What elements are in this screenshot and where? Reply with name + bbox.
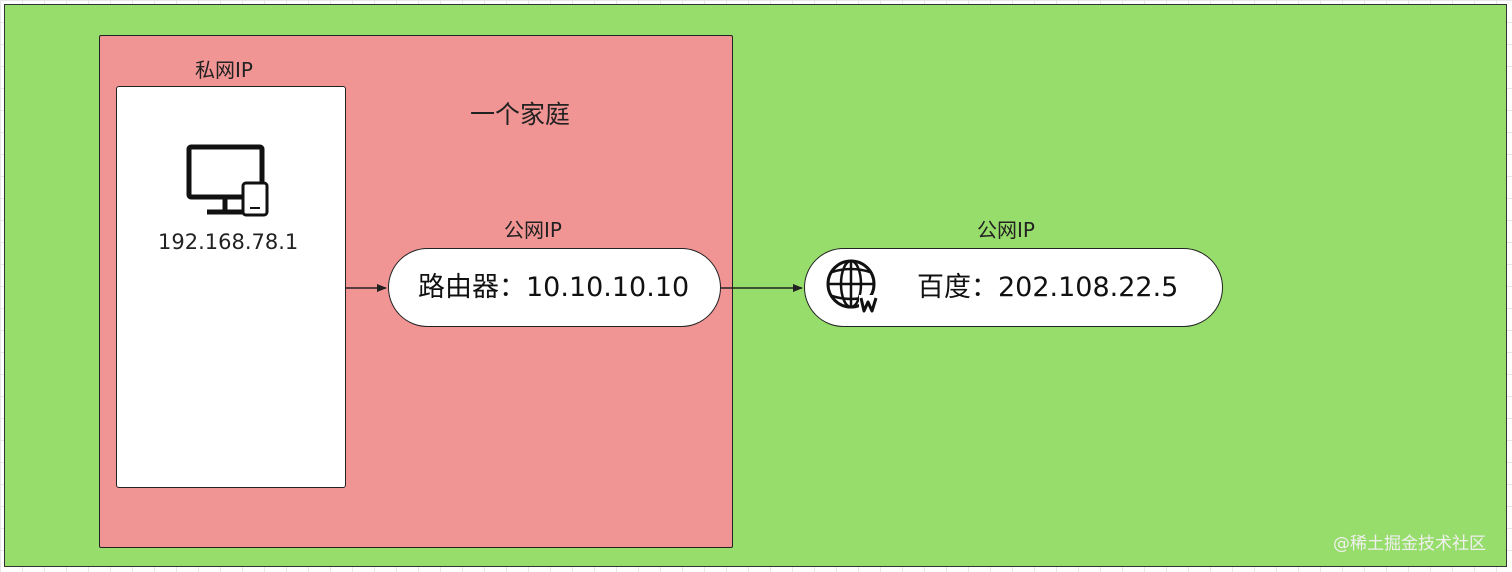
watermark: @稀土掘金技术社区 <box>1333 534 1486 554</box>
device-ip: 192.168.78.1 <box>158 230 299 254</box>
private-ip-label: 私网IP <box>195 58 253 82</box>
router-text: 路由器：10.10.10.10 <box>418 272 690 303</box>
home-label: 一个家庭 <box>470 100 571 129</box>
computer-and-phone-icon <box>186 144 269 217</box>
router-node[interactable] <box>388 248 721 327</box>
router-public-ip-label: 公网IP <box>504 218 562 242</box>
baidu-text: 百度：202.108.22.5 <box>917 272 1179 303</box>
globe-web-icon <box>826 259 879 313</box>
private-network-box <box>116 86 346 488</box>
baidu-public-ip-label: 公网IP <box>977 218 1035 242</box>
